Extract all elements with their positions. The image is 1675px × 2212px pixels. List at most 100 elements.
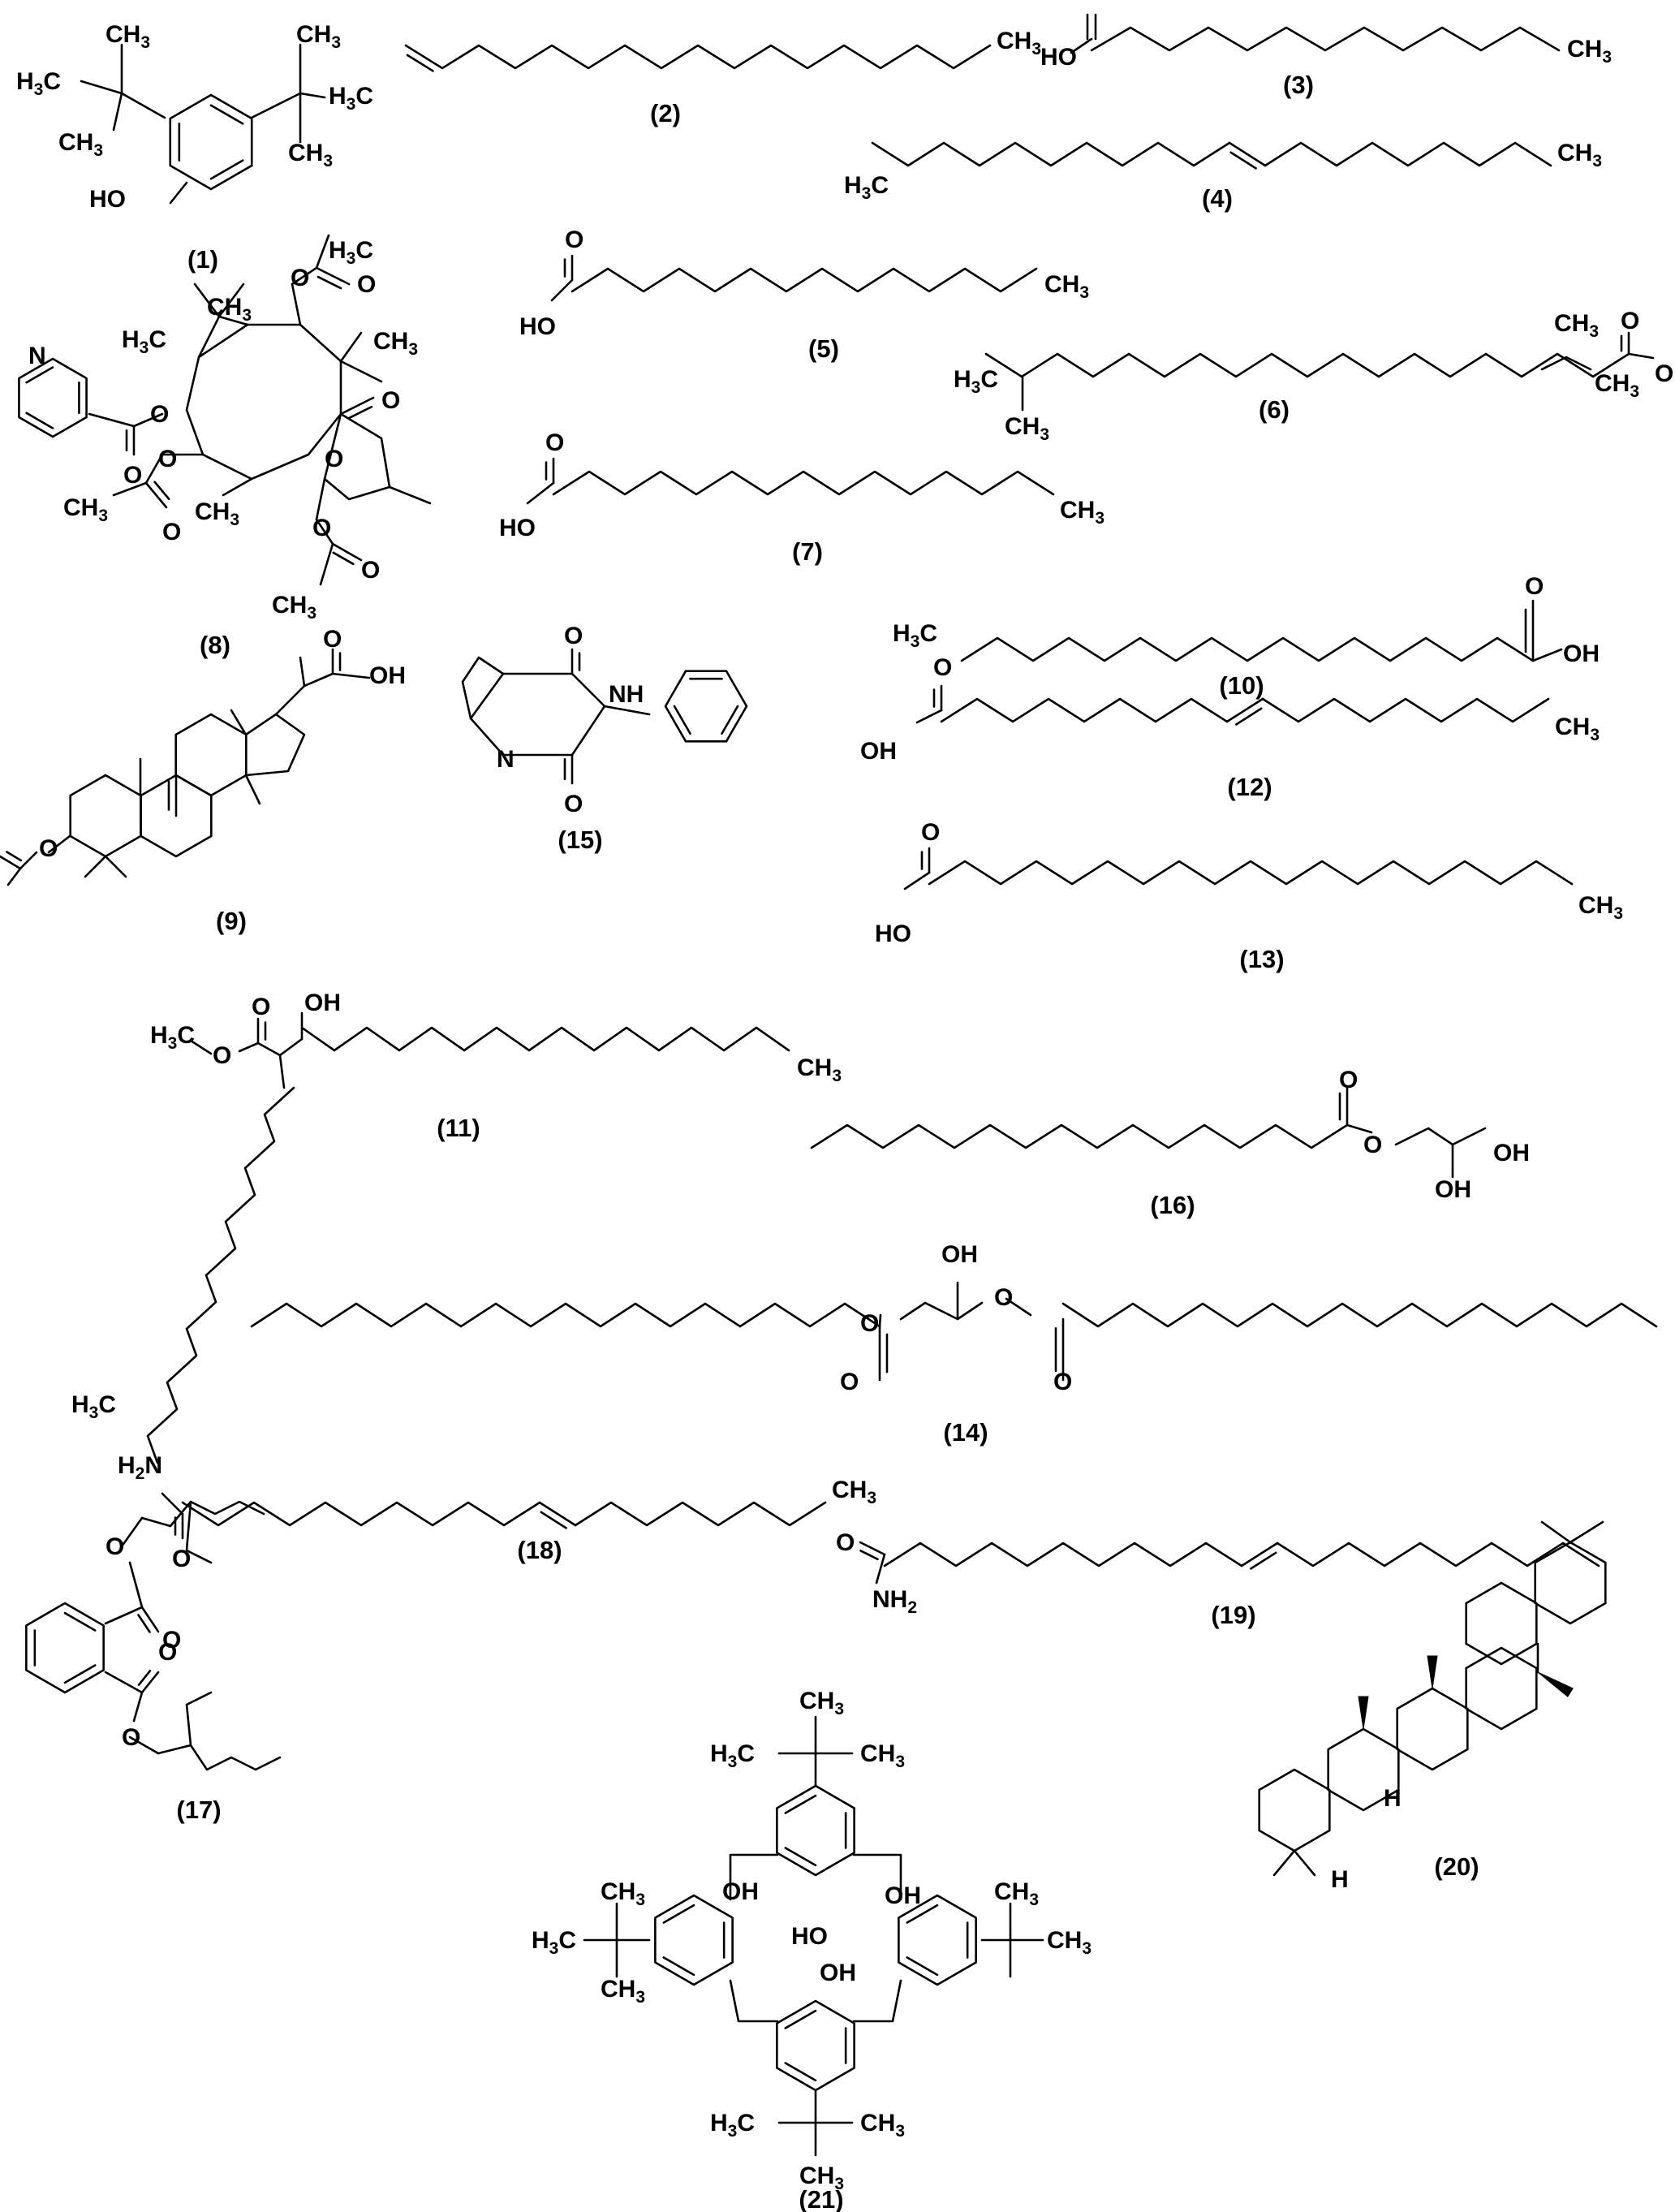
atom-label: O — [150, 401, 169, 428]
compound-number: (7) — [792, 537, 823, 566]
aromatic-bond — [673, 705, 691, 735]
atom-label: O — [162, 1627, 181, 1654]
bond — [1394, 1127, 1487, 1146]
ring — [1534, 1541, 1607, 1625]
wedge-bond — [1427, 1655, 1438, 1689]
bond — [940, 697, 1229, 723]
atom-label: O — [545, 429, 564, 456]
bond — [550, 278, 574, 302]
bond — [852, 1853, 902, 1901]
atom-label: CH3 — [601, 1976, 645, 2007]
atom-label: O — [162, 519, 181, 545]
compound-number: (12) — [1227, 773, 1272, 801]
atom-label: CH3 — [601, 1878, 645, 1909]
atom-label: O — [105, 1533, 124, 1560]
bond — [1531, 648, 1563, 662]
double-bond-inner — [1250, 1551, 1277, 1570]
bond — [315, 477, 326, 521]
bond — [1627, 352, 1655, 360]
atom-label: O — [357, 271, 376, 298]
double-bond-inner — [406, 54, 434, 72]
compound-number: (14) — [943, 1418, 988, 1447]
atom-label: O — [123, 462, 142, 489]
benzene-ring — [664, 670, 748, 743]
double-bond-inner — [347, 405, 373, 420]
atom-label: O — [840, 1369, 859, 1395]
ring — [1258, 1768, 1331, 1852]
double-bond — [339, 396, 375, 416]
atom-label: NH — [609, 681, 644, 708]
benzene-ring — [18, 357, 88, 438]
atom-label: CH3 — [799, 1688, 844, 1718]
benzene-ring — [25, 1602, 105, 1694]
bond — [1264, 141, 1552, 167]
atom-label: CH3 — [1047, 1927, 1092, 1958]
wedge-bond — [1537, 1671, 1574, 1697]
atom-label: O — [1339, 1067, 1358, 1093]
bond — [169, 181, 188, 205]
atom-label: O — [836, 1529, 855, 1556]
atom-label: HO — [89, 186, 126, 213]
double-bond — [140, 1606, 160, 1633]
atom-label: O — [158, 446, 177, 472]
atom-label: H3C — [150, 1022, 195, 1053]
double-bond — [0, 855, 22, 870]
macrocycle — [185, 323, 342, 481]
atom-label: CH3 — [997, 28, 1041, 58]
atom-label: OH — [1493, 1140, 1530, 1166]
aromatic-bond — [662, 1904, 695, 1924]
bond — [461, 656, 505, 720]
atom-label: OH — [885, 1882, 921, 1909]
bond — [331, 672, 371, 679]
double-bond — [538, 1501, 577, 1527]
bond — [112, 92, 123, 132]
piperazine-ring — [469, 672, 606, 757]
aromatic-bond — [784, 2009, 817, 2029]
benzene-ring — [654, 1894, 734, 1986]
ring — [1465, 1581, 1538, 1666]
atom-label: H — [1331, 1866, 1349, 1893]
bond — [729, 1979, 779, 2023]
double-bond — [331, 542, 363, 562]
aromatic-bond — [662, 1956, 695, 1977]
atom-label: O — [921, 819, 940, 846]
double-bond — [1240, 1542, 1279, 1567]
atom-label: N — [497, 746, 515, 773]
compound-number: (1) — [187, 245, 218, 274]
benzene-ring — [776, 1784, 855, 1877]
bond — [441, 44, 992, 70]
atom-label: O — [213, 1042, 231, 1069]
bond — [552, 470, 1055, 496]
benzene-ring — [898, 1894, 977, 1986]
compound-number: (19) — [1211, 1601, 1255, 1629]
ring — [174, 713, 248, 797]
double-bond-inner — [6, 851, 23, 862]
atom-label: CH3 — [207, 294, 252, 325]
aromatic-bond — [906, 1956, 939, 1977]
atom-label: CH3 — [373, 328, 418, 359]
ring — [1396, 1687, 1469, 1771]
atom-label: CH3 — [1578, 892, 1623, 923]
bond — [104, 1606, 144, 1625]
atom-label: O — [252, 994, 270, 1020]
bond — [319, 542, 334, 586]
bond — [250, 92, 302, 119]
compound-20: HH(20) — [1258, 1520, 1607, 1893]
atom-label: O — [1655, 360, 1673, 387]
bond — [729, 1853, 779, 1901]
ring — [69, 774, 142, 858]
atom-label: O — [312, 515, 331, 541]
bond — [903, 871, 931, 890]
aromatic-bond — [25, 412, 54, 429]
bond — [852, 1979, 902, 2023]
atom-label: CH3 — [58, 129, 103, 160]
bond — [1540, 356, 1592, 371]
compound-number: (4) — [1202, 184, 1233, 213]
